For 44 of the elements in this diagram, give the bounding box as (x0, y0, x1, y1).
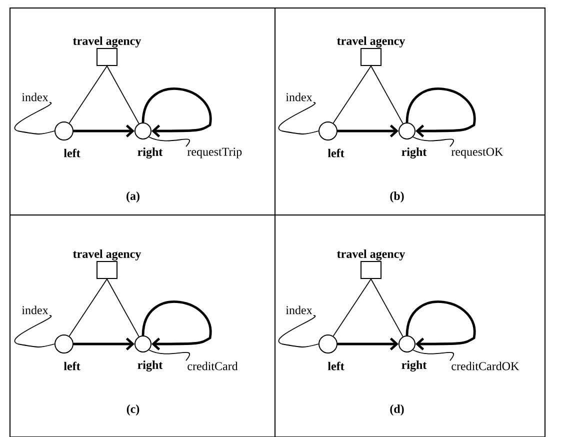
node-label: travel agency (73, 250, 142, 260)
leader-line (412, 136, 454, 147)
leader-line (14, 102, 55, 134)
link-line (68, 66, 108, 124)
link-line (332, 66, 372, 124)
node-label: right (402, 148, 427, 158)
link-line (106, 66, 140, 124)
node-label: left (64, 148, 80, 158)
link-line (68, 278, 108, 337)
arrow (74, 338, 134, 350)
arrow (338, 124, 398, 138)
node-label: right (138, 360, 163, 372)
link-line (106, 278, 140, 338)
annotation-text: index (22, 306, 48, 314)
leader-line (278, 314, 319, 348)
loop-arrow (142, 300, 212, 350)
arrow (74, 124, 134, 138)
annotation-text: requestOK (451, 148, 504, 158)
leader-line (412, 350, 454, 362)
link-line (370, 278, 404, 338)
node-label: right (138, 148, 163, 158)
node-label: travel agency (337, 36, 406, 48)
node-label: right (402, 360, 427, 372)
loop-arrow (142, 88, 212, 138)
node-label: left (328, 148, 344, 158)
link-line (332, 278, 372, 337)
annotation-text: index (286, 306, 312, 314)
loop-arrow (406, 88, 476, 138)
annotation-text: index (22, 92, 48, 102)
leader-line (148, 350, 190, 362)
leader-line (278, 102, 319, 134)
node-label: left (64, 362, 80, 370)
annotation-text: index (286, 92, 312, 102)
annotation-text: creditCardOK (452, 362, 520, 370)
leader-line (14, 314, 55, 348)
arrow (338, 338, 398, 350)
leader-line (148, 136, 190, 147)
loop-arrow (406, 300, 476, 350)
annotation-text: requestTrip (187, 148, 242, 158)
node-label: travel agency (73, 36, 142, 48)
link-line (370, 66, 404, 124)
node-label: travel agency (337, 250, 406, 260)
annotation-text: creditCard (188, 362, 238, 370)
node-label: left (328, 362, 344, 370)
